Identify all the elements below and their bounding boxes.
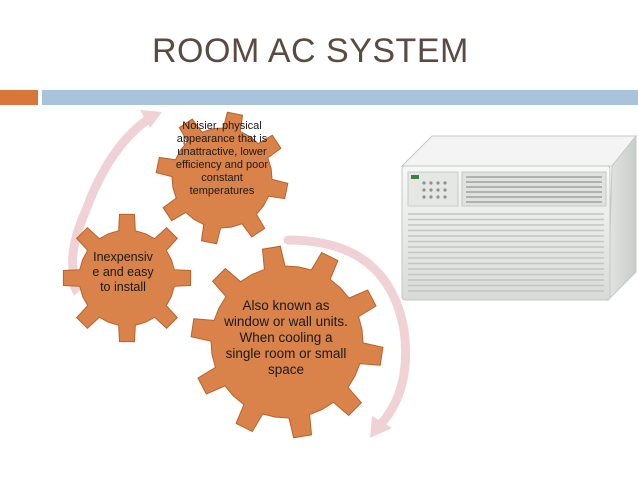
arrow-head-right	[370, 416, 392, 438]
arrow-top-left	[68, 113, 155, 290]
gear-left	[62, 213, 192, 343]
arrow-right	[283, 235, 411, 430]
gear-top-text: Noisier, physical appearance that is una…	[175, 120, 269, 197]
gear-left-text: Inexpensiv e and easy to install	[92, 250, 154, 294]
accent-bar	[0, 90, 38, 105]
slide-title: ROOM AC SYSTEM	[152, 32, 469, 70]
arrow-head-top	[140, 110, 162, 128]
gear-big-text: Also known as window or wall units. When…	[224, 298, 348, 377]
header-rule	[42, 90, 638, 105]
gear-top	[155, 111, 289, 245]
gear-big	[190, 245, 384, 439]
air-conditioner-image	[400, 134, 638, 302]
